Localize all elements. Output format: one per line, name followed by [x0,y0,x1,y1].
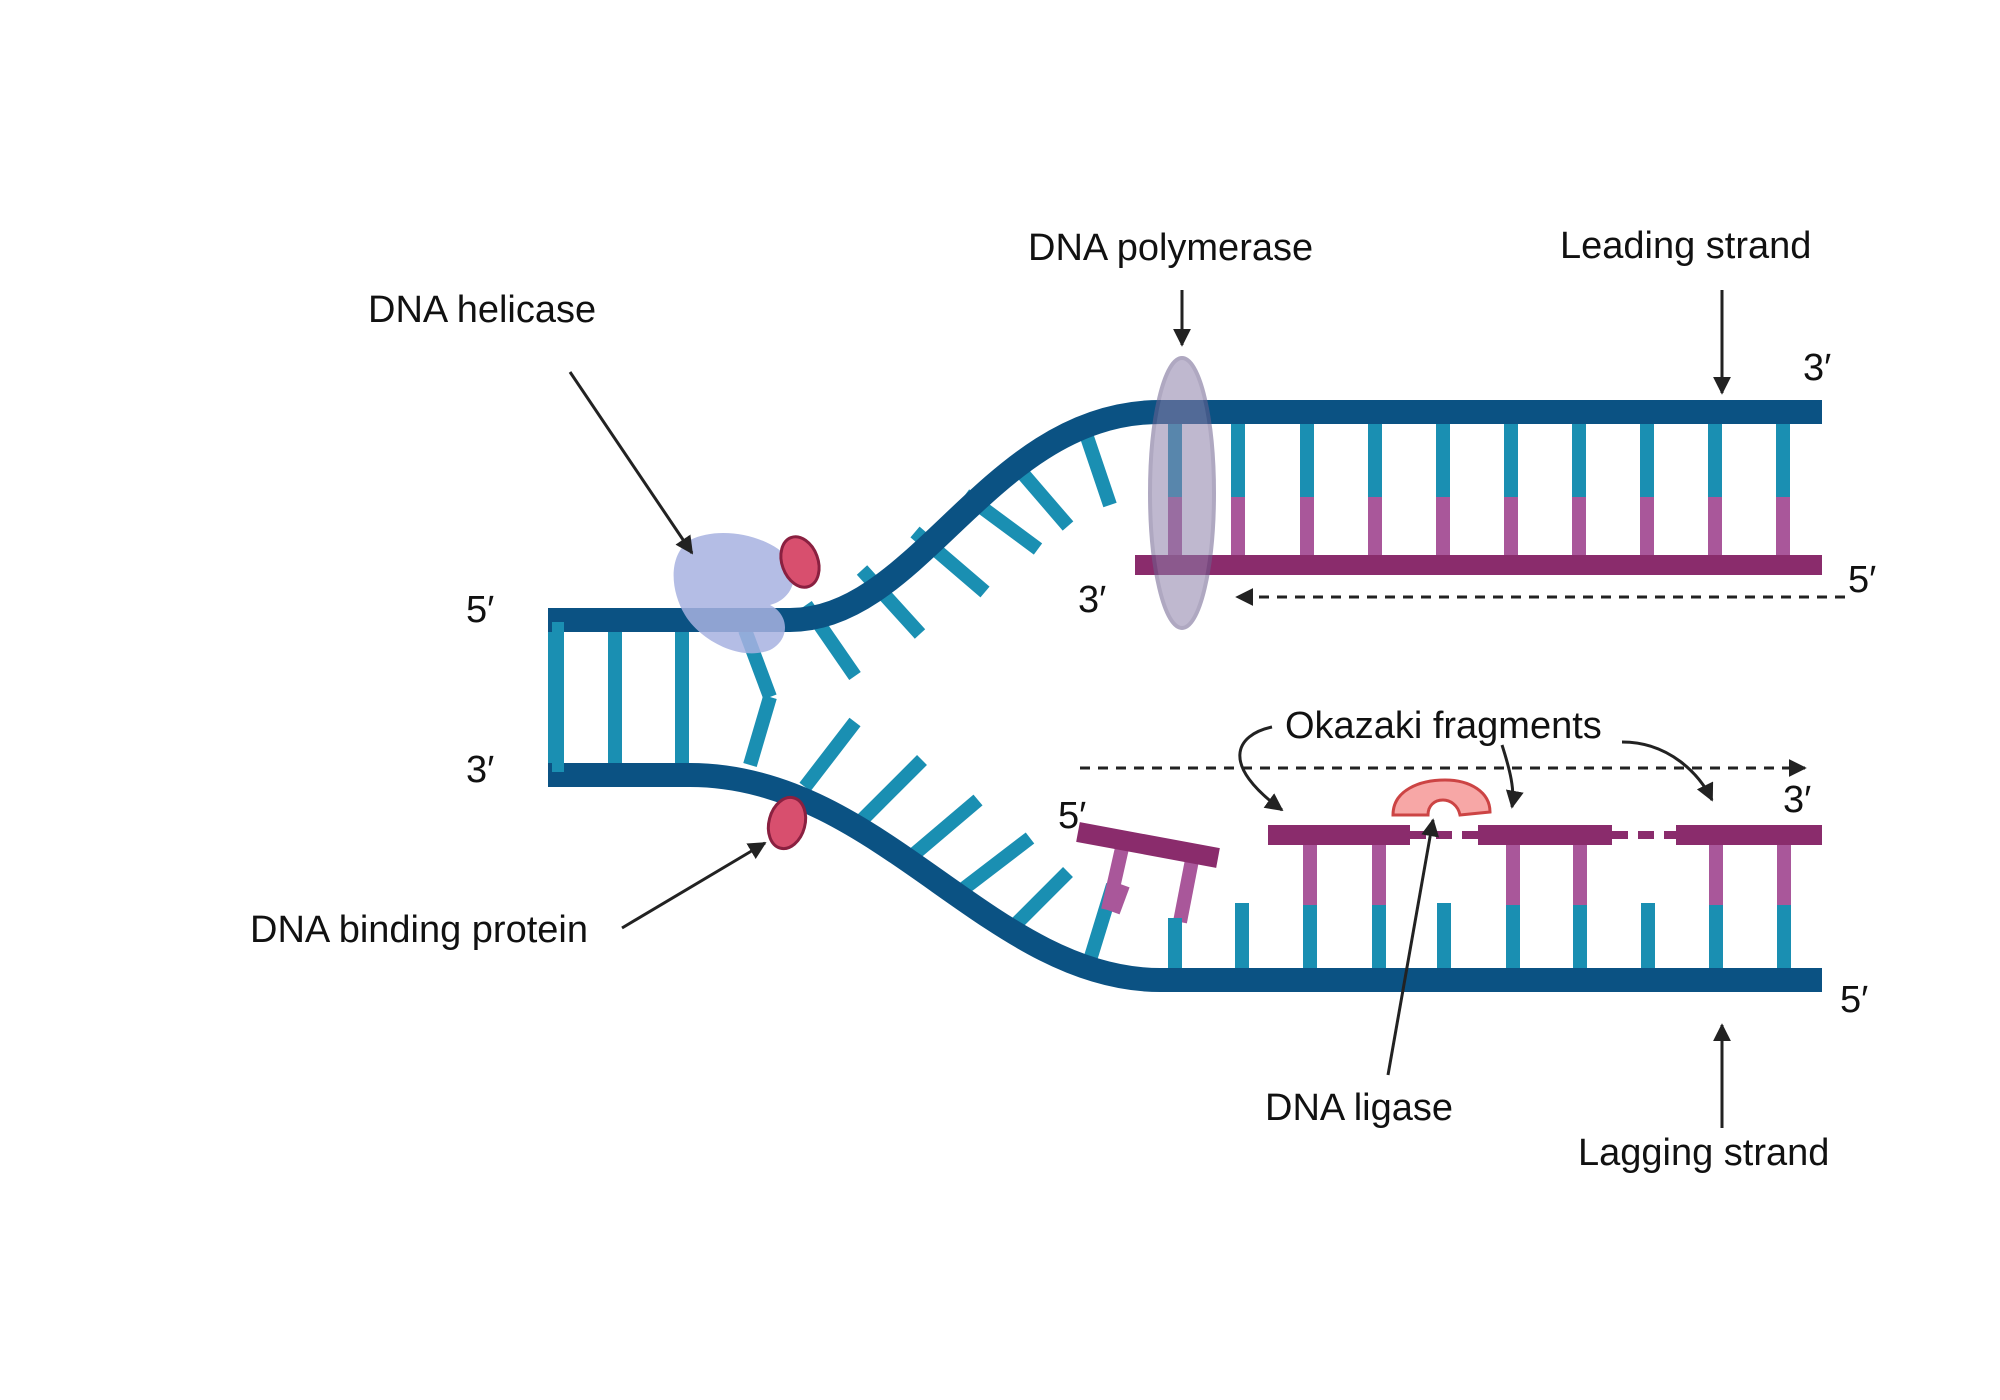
dna-polymerase-protein [1148,356,1216,630]
base [857,755,927,825]
base [799,717,861,792]
lagging-bases [1101,843,1791,975]
primer-base [1101,846,1129,912]
leading-base-pairs [1168,420,1790,565]
base [1010,867,1073,930]
label-dna-helicase: DNA helicase [368,289,596,331]
label-okazaki-fragments: Okazaki fragments [1285,705,1602,747]
helicase-pointer-arrow [568,371,694,555]
leading-template-strand [548,400,1822,632]
end-label-parent-top-left: 5′ [466,589,494,631]
base-pair [743,695,777,767]
label-dna-polymerase: DNA polymerase [1028,227,1313,269]
binding-protein-pointer-arrow [621,841,767,930]
top-arm-bases [800,434,1117,680]
okazaki-pointer-arrow-1 [1238,725,1284,812]
dna-ligase-protein [1391,778,1492,817]
label-leading-strand: Leading strand [1560,225,1811,267]
base [907,794,983,862]
end-label-parent-bottom-left: 3′ [466,749,494,791]
primer-base [1173,858,1199,924]
okazaki-pointer-arrow-3 [1621,740,1714,802]
end-label-leading-new-right: 5′ [1848,559,1876,601]
binding-protein-top [779,535,821,589]
label-dna-ligase: DNA ligase [1265,1087,1453,1129]
ligase-pointer-arrow [1386,818,1440,1076]
rna-primer [1076,822,1220,868]
label-lagging-strand: Lagging strand [1578,1132,1829,1174]
base [1080,434,1117,508]
end-label-leading-template-right: 3′ [1803,347,1831,389]
lagging-template-strand [548,763,1822,992]
end-label-leading-new-left: 3′ [1078,579,1106,621]
binding-protein-bottom [766,795,808,851]
label-dna-binding-protein: DNA binding protein [250,909,588,951]
okazaki-pointer-arrow-2 [1500,744,1524,809]
end-label-lagging-primer-left: 5′ [1058,795,1086,837]
base [957,832,1035,896]
dna-helicase-protein [673,532,794,654]
bottom-arm-bases [799,717,1120,963]
end-label-lagging-template-right: 5′ [1840,979,1868,1021]
end-label-lagging-new-right: 3′ [1783,779,1811,821]
